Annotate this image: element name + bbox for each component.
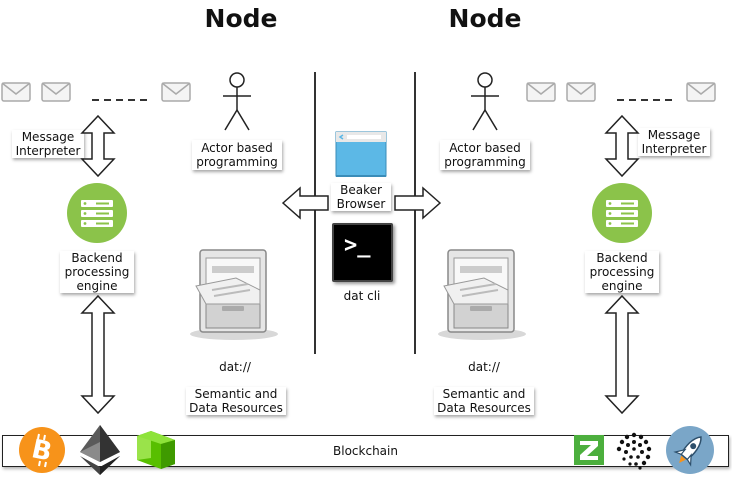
left-resources-label: Semantic and Data Resources	[186, 387, 286, 415]
neo-icon	[137, 431, 175, 469]
right-upper-double-arrow	[604, 114, 640, 178]
left-mi-line1: Message	[21, 130, 75, 144]
server-icon	[592, 183, 652, 243]
right-mi-line1: Message	[647, 128, 701, 142]
left-actor-label: Actor based programming	[192, 140, 282, 170]
left-message-interpreter-label: Message Interpreter	[12, 130, 84, 158]
left-separator-line	[314, 72, 316, 354]
blockchain-label: Blockchain	[333, 444, 398, 458]
right-actor-line2: programming	[444, 155, 526, 169]
terminal-icon: >_	[332, 223, 393, 282]
envelope-icon	[1, 82, 191, 102]
right-lower-double-arrow	[604, 294, 640, 415]
left-dat-protocol: dat://	[219, 360, 251, 374]
left-engine-line3: engine	[76, 279, 118, 293]
server-icon	[67, 183, 127, 243]
bitcoin-icon: B	[19, 427, 65, 473]
blockchain-bar: Blockchain	[2, 435, 729, 467]
stellar-icon	[666, 426, 714, 474]
browser-label: Beaker Browser	[331, 183, 391, 211]
right-resources-label: Semantic and Data Resources	[434, 387, 534, 415]
right-node-title: Node	[448, 4, 522, 33]
zcash-icon	[574, 435, 604, 465]
left-actor-line1: Actor based	[201, 141, 273, 155]
right-engine-line1: Backend	[596, 251, 648, 265]
left-arrow	[281, 186, 329, 220]
browser-window-icon	[335, 131, 387, 177]
filing-cabinet-icon	[438, 249, 526, 340]
right-message-interpreter-label: Message Interpreter	[638, 128, 710, 156]
browser-line1: Beaker	[340, 183, 382, 197]
terminal-prompt: >_	[344, 233, 371, 258]
right-separator-line	[414, 72, 416, 354]
left-mi-line2: Interpreter	[15, 144, 81, 158]
right-dat-protocol: dat://	[468, 360, 500, 374]
left-engine-line2: processing	[64, 265, 130, 279]
left-engine-label: Backend processing engine	[60, 251, 134, 293]
right-mi-line2: Interpreter	[641, 142, 707, 156]
right-resources-line2: Data Resources	[437, 401, 531, 415]
actor-icon	[223, 72, 251, 131]
right-arrow	[394, 186, 442, 220]
right-engine-line3: engine	[601, 279, 643, 293]
right-resources-line1: Semantic and	[442, 387, 526, 401]
left-upper-double-arrow	[80, 114, 116, 178]
left-resources-line1: Semantic and	[194, 387, 278, 401]
left-actor-line2: programming	[196, 155, 278, 169]
right-actor-line1: Actor based	[449, 141, 521, 155]
left-resources-line2: Data Resources	[189, 401, 283, 415]
right-message-queue	[526, 82, 716, 102]
actor-icon	[471, 72, 499, 131]
right-engine-line2: processing	[589, 265, 655, 279]
iota-icon	[616, 432, 652, 470]
browser-line2: Browser	[336, 197, 386, 211]
left-lower-double-arrow	[80, 294, 116, 415]
right-actor-label: Actor based programming	[440, 140, 530, 170]
dat-cli-label: dat cli	[343, 289, 381, 303]
right-engine-label: Backend processing engine	[585, 251, 659, 293]
left-engine-line1: Backend	[71, 251, 123, 265]
left-node-title: Node	[204, 4, 278, 33]
envelope-icon	[526, 82, 716, 102]
ethereum-icon	[80, 425, 120, 475]
left-message-queue	[1, 82, 191, 102]
filing-cabinet-icon	[190, 249, 278, 340]
